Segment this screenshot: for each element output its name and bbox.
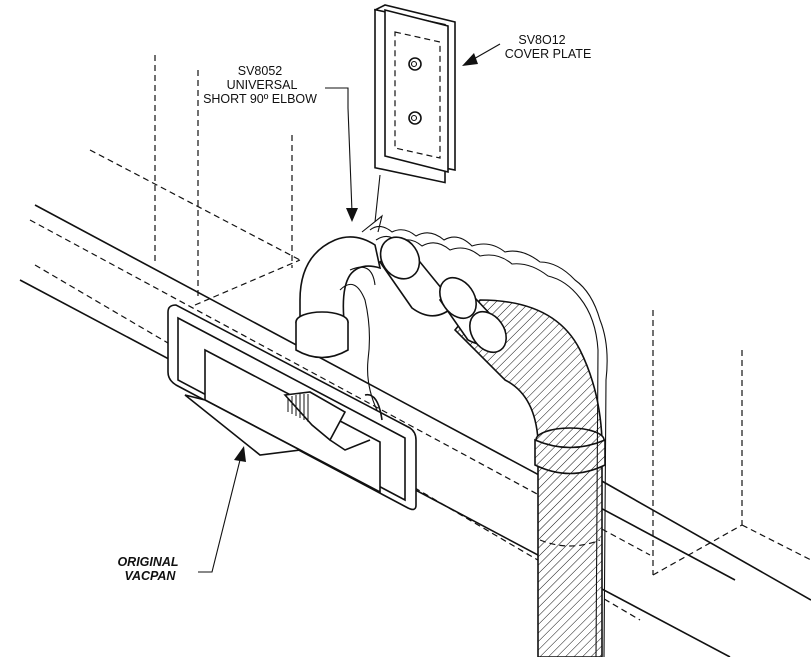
cover-label-line1: SV8O12 bbox=[518, 33, 565, 47]
wall-cavity-outline bbox=[369, 225, 608, 657]
vacpan-label-line2: VACPAN bbox=[125, 569, 177, 583]
elbow-label-line1: SV8052 bbox=[238, 64, 283, 78]
flex-hose bbox=[453, 299, 606, 657]
leader-lines bbox=[198, 43, 501, 573]
cover-plate bbox=[373, 4, 456, 184]
vacpan-unit bbox=[167, 304, 417, 511]
elbow-label-line3: SHORT 90º ELBOW bbox=[203, 92, 317, 106]
hose-couplings bbox=[378, 236, 507, 354]
cover-label-line2: COVER PLATE bbox=[505, 47, 592, 61]
elbow-fitting bbox=[295, 236, 383, 421]
vacpan-label-line1: ORIGINAL bbox=[117, 555, 178, 569]
wall-stud-lines bbox=[89, 55, 811, 576]
elbow-label-line2: UNIVERSAL bbox=[227, 78, 298, 92]
